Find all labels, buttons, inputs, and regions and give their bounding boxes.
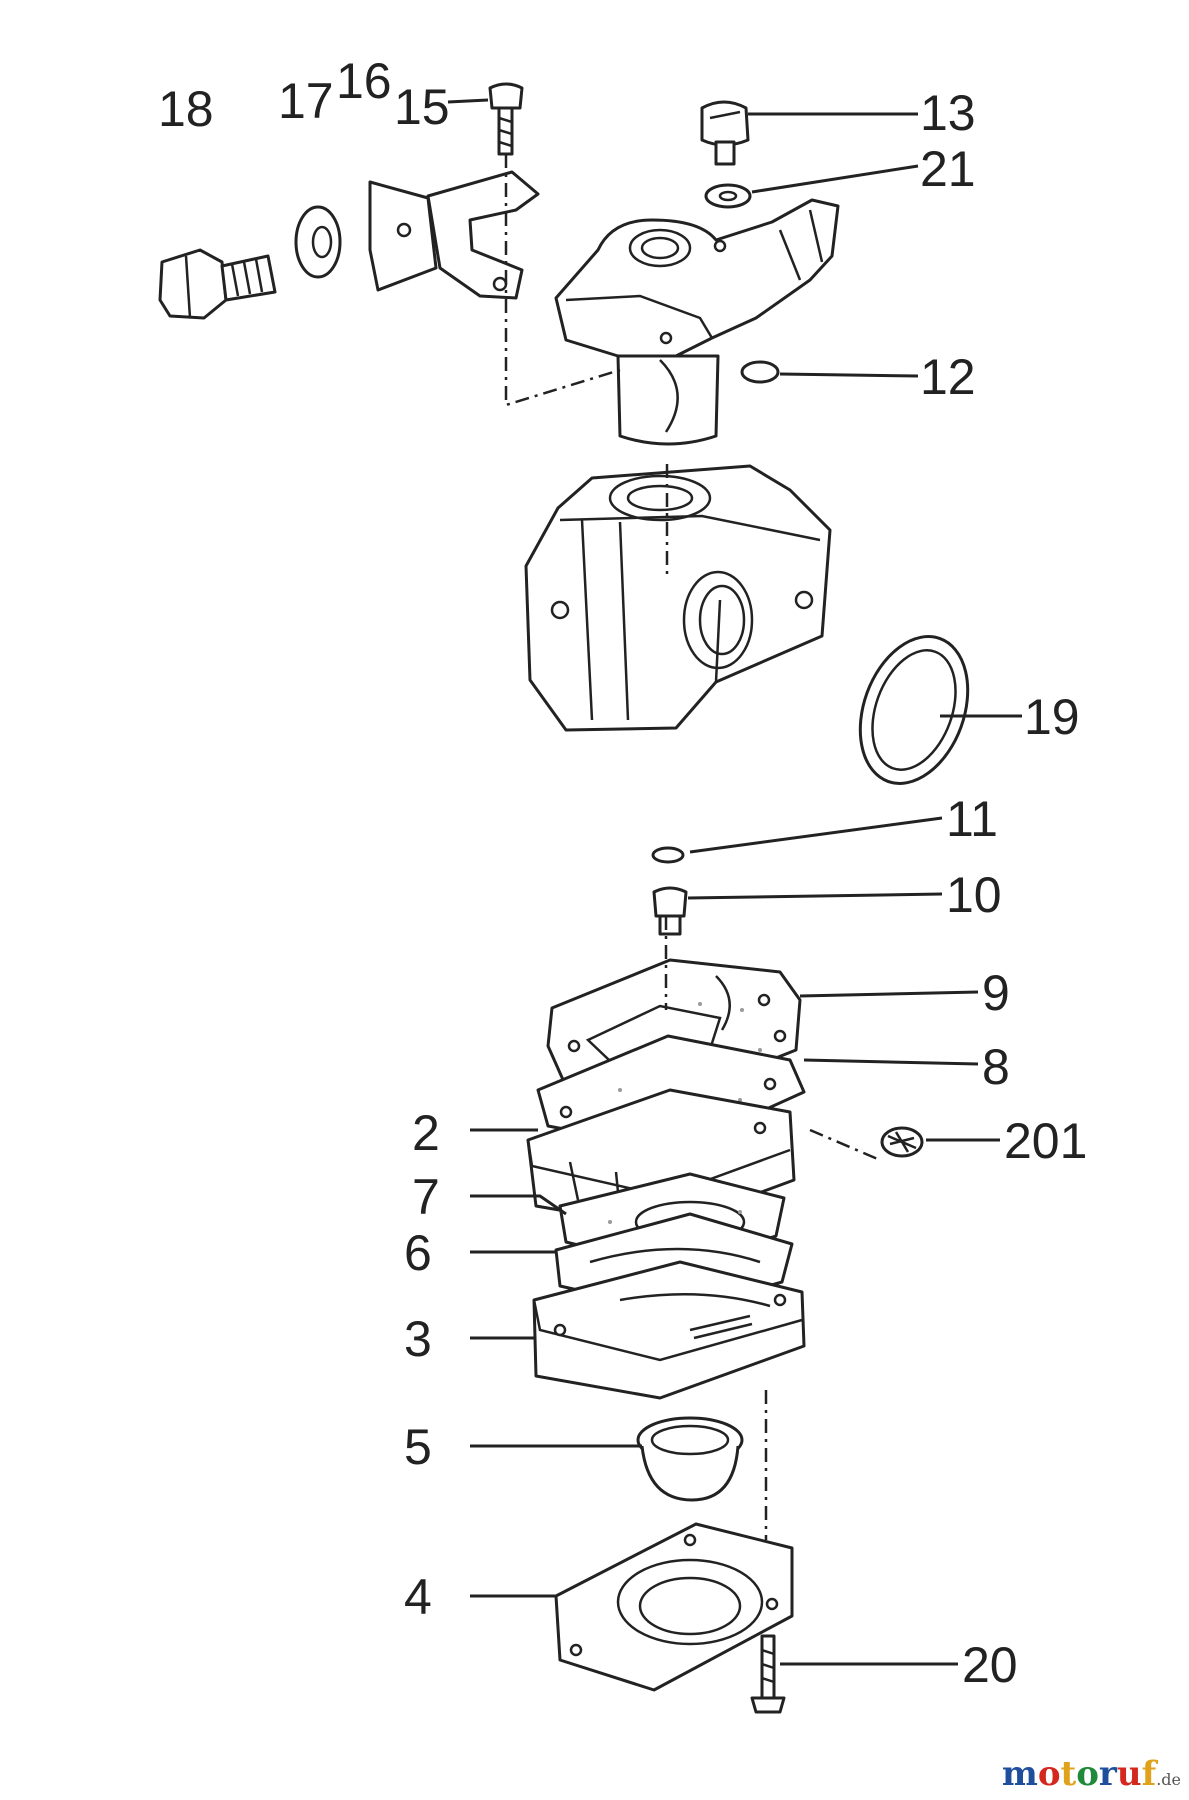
watermark-logo: motoruf.de bbox=[1002, 1754, 1181, 1794]
part-13-screw bbox=[700, 100, 750, 166]
part-4-primer-cover bbox=[554, 1522, 794, 1692]
label-15: 15 bbox=[394, 79, 450, 135]
part-10-needle-valve bbox=[652, 886, 688, 936]
leader-lines bbox=[447, 98, 1022, 1666]
part-15-screw bbox=[488, 82, 524, 156]
watermark-letter: r bbox=[1098, 1754, 1117, 1794]
watermark-text: motoruf bbox=[1002, 1754, 1156, 1794]
assembly-lines bbox=[504, 154, 881, 1540]
watermark-letter: f bbox=[1141, 1754, 1157, 1794]
part-5-primer-bulb bbox=[636, 1416, 744, 1502]
part-11-o-ring bbox=[651, 846, 685, 864]
upper-body bbox=[554, 198, 840, 446]
carburetor-body bbox=[524, 464, 832, 732]
label-18: 18 bbox=[158, 81, 214, 137]
watermark-letter: m bbox=[1001, 1754, 1038, 1794]
label-2: 2 bbox=[412, 1105, 440, 1161]
label-17: 17 bbox=[278, 73, 334, 129]
label-6: 6 bbox=[404, 1225, 432, 1281]
part-20-screw bbox=[750, 1634, 786, 1714]
label-11: 11 bbox=[946, 791, 998, 847]
watermark-letter: o bbox=[1037, 1754, 1061, 1794]
label-5: 5 bbox=[404, 1419, 432, 1475]
watermark-letter: o bbox=[1076, 1754, 1099, 1794]
label-201: 201 bbox=[1004, 1113, 1087, 1169]
label-7: 7 bbox=[412, 1169, 440, 1225]
watermark-suffix: .de bbox=[1156, 1770, 1181, 1789]
watermark-letter: u bbox=[1116, 1754, 1142, 1794]
label-21: 21 bbox=[920, 141, 976, 197]
watermark-letter: t bbox=[1060, 1754, 1077, 1794]
label-20: 20 bbox=[962, 1637, 1018, 1693]
label-9: 9 bbox=[982, 965, 1010, 1021]
part-21-washer bbox=[704, 183, 752, 209]
part-3-metering-cover bbox=[532, 1260, 806, 1400]
part-201-filter-screen bbox=[880, 1126, 924, 1158]
label-13: 13 bbox=[920, 85, 976, 141]
label-3: 3 bbox=[404, 1311, 432, 1367]
part-12-o-ring bbox=[740, 360, 780, 384]
label-8: 8 bbox=[982, 1039, 1010, 1095]
part-17-washer bbox=[294, 205, 342, 279]
label-4: 4 bbox=[404, 1569, 432, 1625]
part-labels: 18 17 16 15 13 21 12 19 11 10 9 8 201 2 … bbox=[158, 53, 1087, 1693]
part-19-seal-ring bbox=[858, 635, 970, 785]
label-16: 16 bbox=[336, 53, 392, 109]
part-18-adjusting-nut bbox=[158, 248, 277, 320]
label-19: 19 bbox=[1024, 689, 1080, 745]
label-10: 10 bbox=[946, 867, 1002, 923]
part-16-throttle-lever bbox=[368, 170, 540, 300]
label-12: 12 bbox=[920, 349, 976, 405]
